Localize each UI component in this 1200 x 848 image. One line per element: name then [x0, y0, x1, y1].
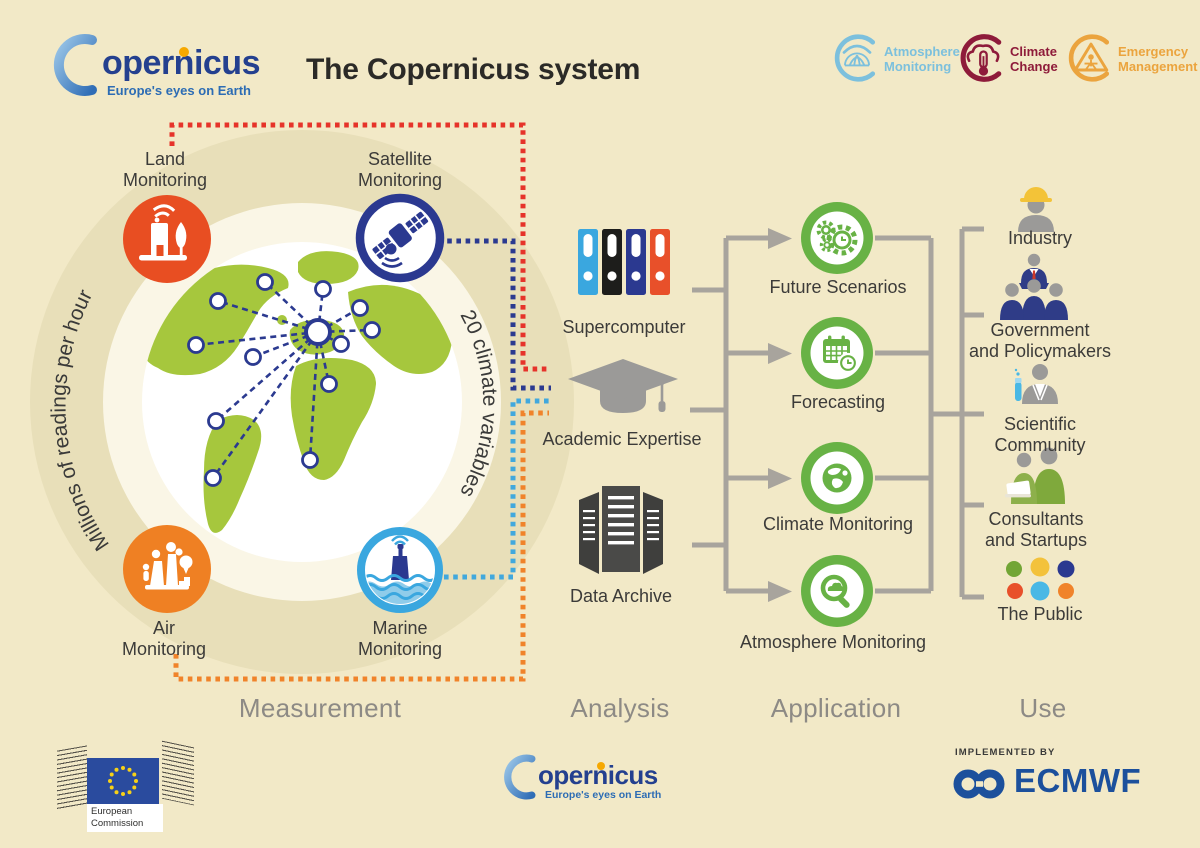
label-land-monitoring: Land Monitoring	[122, 149, 208, 190]
industry-icon	[1018, 187, 1054, 232]
section-analysis: Analysis	[570, 693, 670, 723]
footer-copernicus-tagline: Europe's eyes on Earth	[545, 789, 662, 801]
label-climate-monitoring: Climate Monitoring	[762, 514, 914, 534]
label-data-archive: Data Archive	[569, 586, 673, 606]
label-supercomputer: Supercomputer	[562, 317, 686, 337]
label-future-scenarios: Future Scenarios	[769, 277, 907, 297]
service-label-atmosphere: Atmosphere Monitoring	[884, 44, 960, 75]
route-marine	[444, 398, 549, 580]
future-scenarios-icon	[801, 202, 873, 274]
label-forecasting: Forecasting	[790, 392, 886, 412]
service-label-climate: Climate Change	[1010, 44, 1058, 75]
ec-logo-text: European Commission	[87, 804, 163, 832]
label-scientific-community: Scientific Community	[994, 414, 1086, 455]
satellite-monitoring-icon	[355, 193, 445, 283]
supercomputer-icon	[578, 229, 670, 295]
the-public-icon	[1006, 557, 1075, 601]
eu-flag	[87, 758, 159, 804]
route-land	[169, 122, 551, 372]
consultants-startups-icon	[1005, 447, 1065, 504]
label-government-policymakers: Government and Policymakers	[968, 320, 1112, 361]
ec-logo-hatching-left	[57, 745, 87, 811]
marine-monitoring-icon	[357, 527, 443, 613]
label-the-public: The Public	[997, 604, 1083, 624]
footer-copernicus-orange-dot	[597, 762, 605, 770]
land-monitoring-icon	[123, 195, 211, 283]
label-atmosphere-monitoring: Atmosphere Monitoring	[739, 632, 927, 652]
label-academic-expertise: Academic Expertise	[542, 429, 702, 449]
scientific-community-icon	[1014, 364, 1058, 404]
flow-connectors	[690, 226, 984, 600]
emergency-management-icon	[1068, 34, 1110, 82]
label-consultants-startups: Consultants and Startups	[984, 509, 1088, 550]
forecasting-icon	[801, 317, 873, 389]
copernicus-tagline: Europe's eyes on Earth	[107, 83, 251, 98]
route-satellite	[438, 238, 551, 391]
data-archive-icon	[579, 486, 663, 574]
copernicus-logo-swoosh	[53, 34, 97, 96]
label-satellite-monitoring: Satellite Monitoring	[357, 149, 443, 190]
page-title: The Copernicus system	[306, 53, 641, 86]
ec-logo-hatching-right	[162, 740, 194, 806]
sensor-network	[187, 273, 381, 487]
footer-copernicus-swoosh	[504, 754, 536, 800]
section-application: Application	[770, 693, 902, 723]
section-use: Use	[1019, 693, 1067, 723]
atmosphere-monitoring-icon	[834, 34, 876, 82]
air-monitoring-icon	[123, 525, 211, 613]
section-measurement: Measurement	[238, 693, 402, 723]
label-industry: Industry	[1007, 228, 1073, 248]
route-air	[173, 410, 549, 682]
ecmwf-wordmark: ECMWF	[1014, 762, 1142, 799]
label-marine-monitoring: Marine Monitoring	[357, 618, 443, 659]
government-policymakers-icon	[1000, 253, 1068, 320]
data-routes	[169, 122, 551, 682]
academic-expertise-icon	[568, 359, 678, 413]
atmosphere-monitoring-app-icon	[801, 555, 873, 627]
label-air-monitoring: Air Monitoring	[121, 618, 207, 659]
implemented-by-label: IMPLEMENTED BY	[955, 747, 1056, 758]
climate-monitoring-icon	[801, 442, 873, 514]
climate-change-icon	[960, 34, 1002, 82]
flow-arrowheads	[768, 228, 792, 602]
service-label-emergency: Emergency Management	[1118, 44, 1198, 75]
copernicus-orange-dot	[179, 47, 189, 57]
ecmwf-logo-glyph	[953, 769, 1005, 799]
